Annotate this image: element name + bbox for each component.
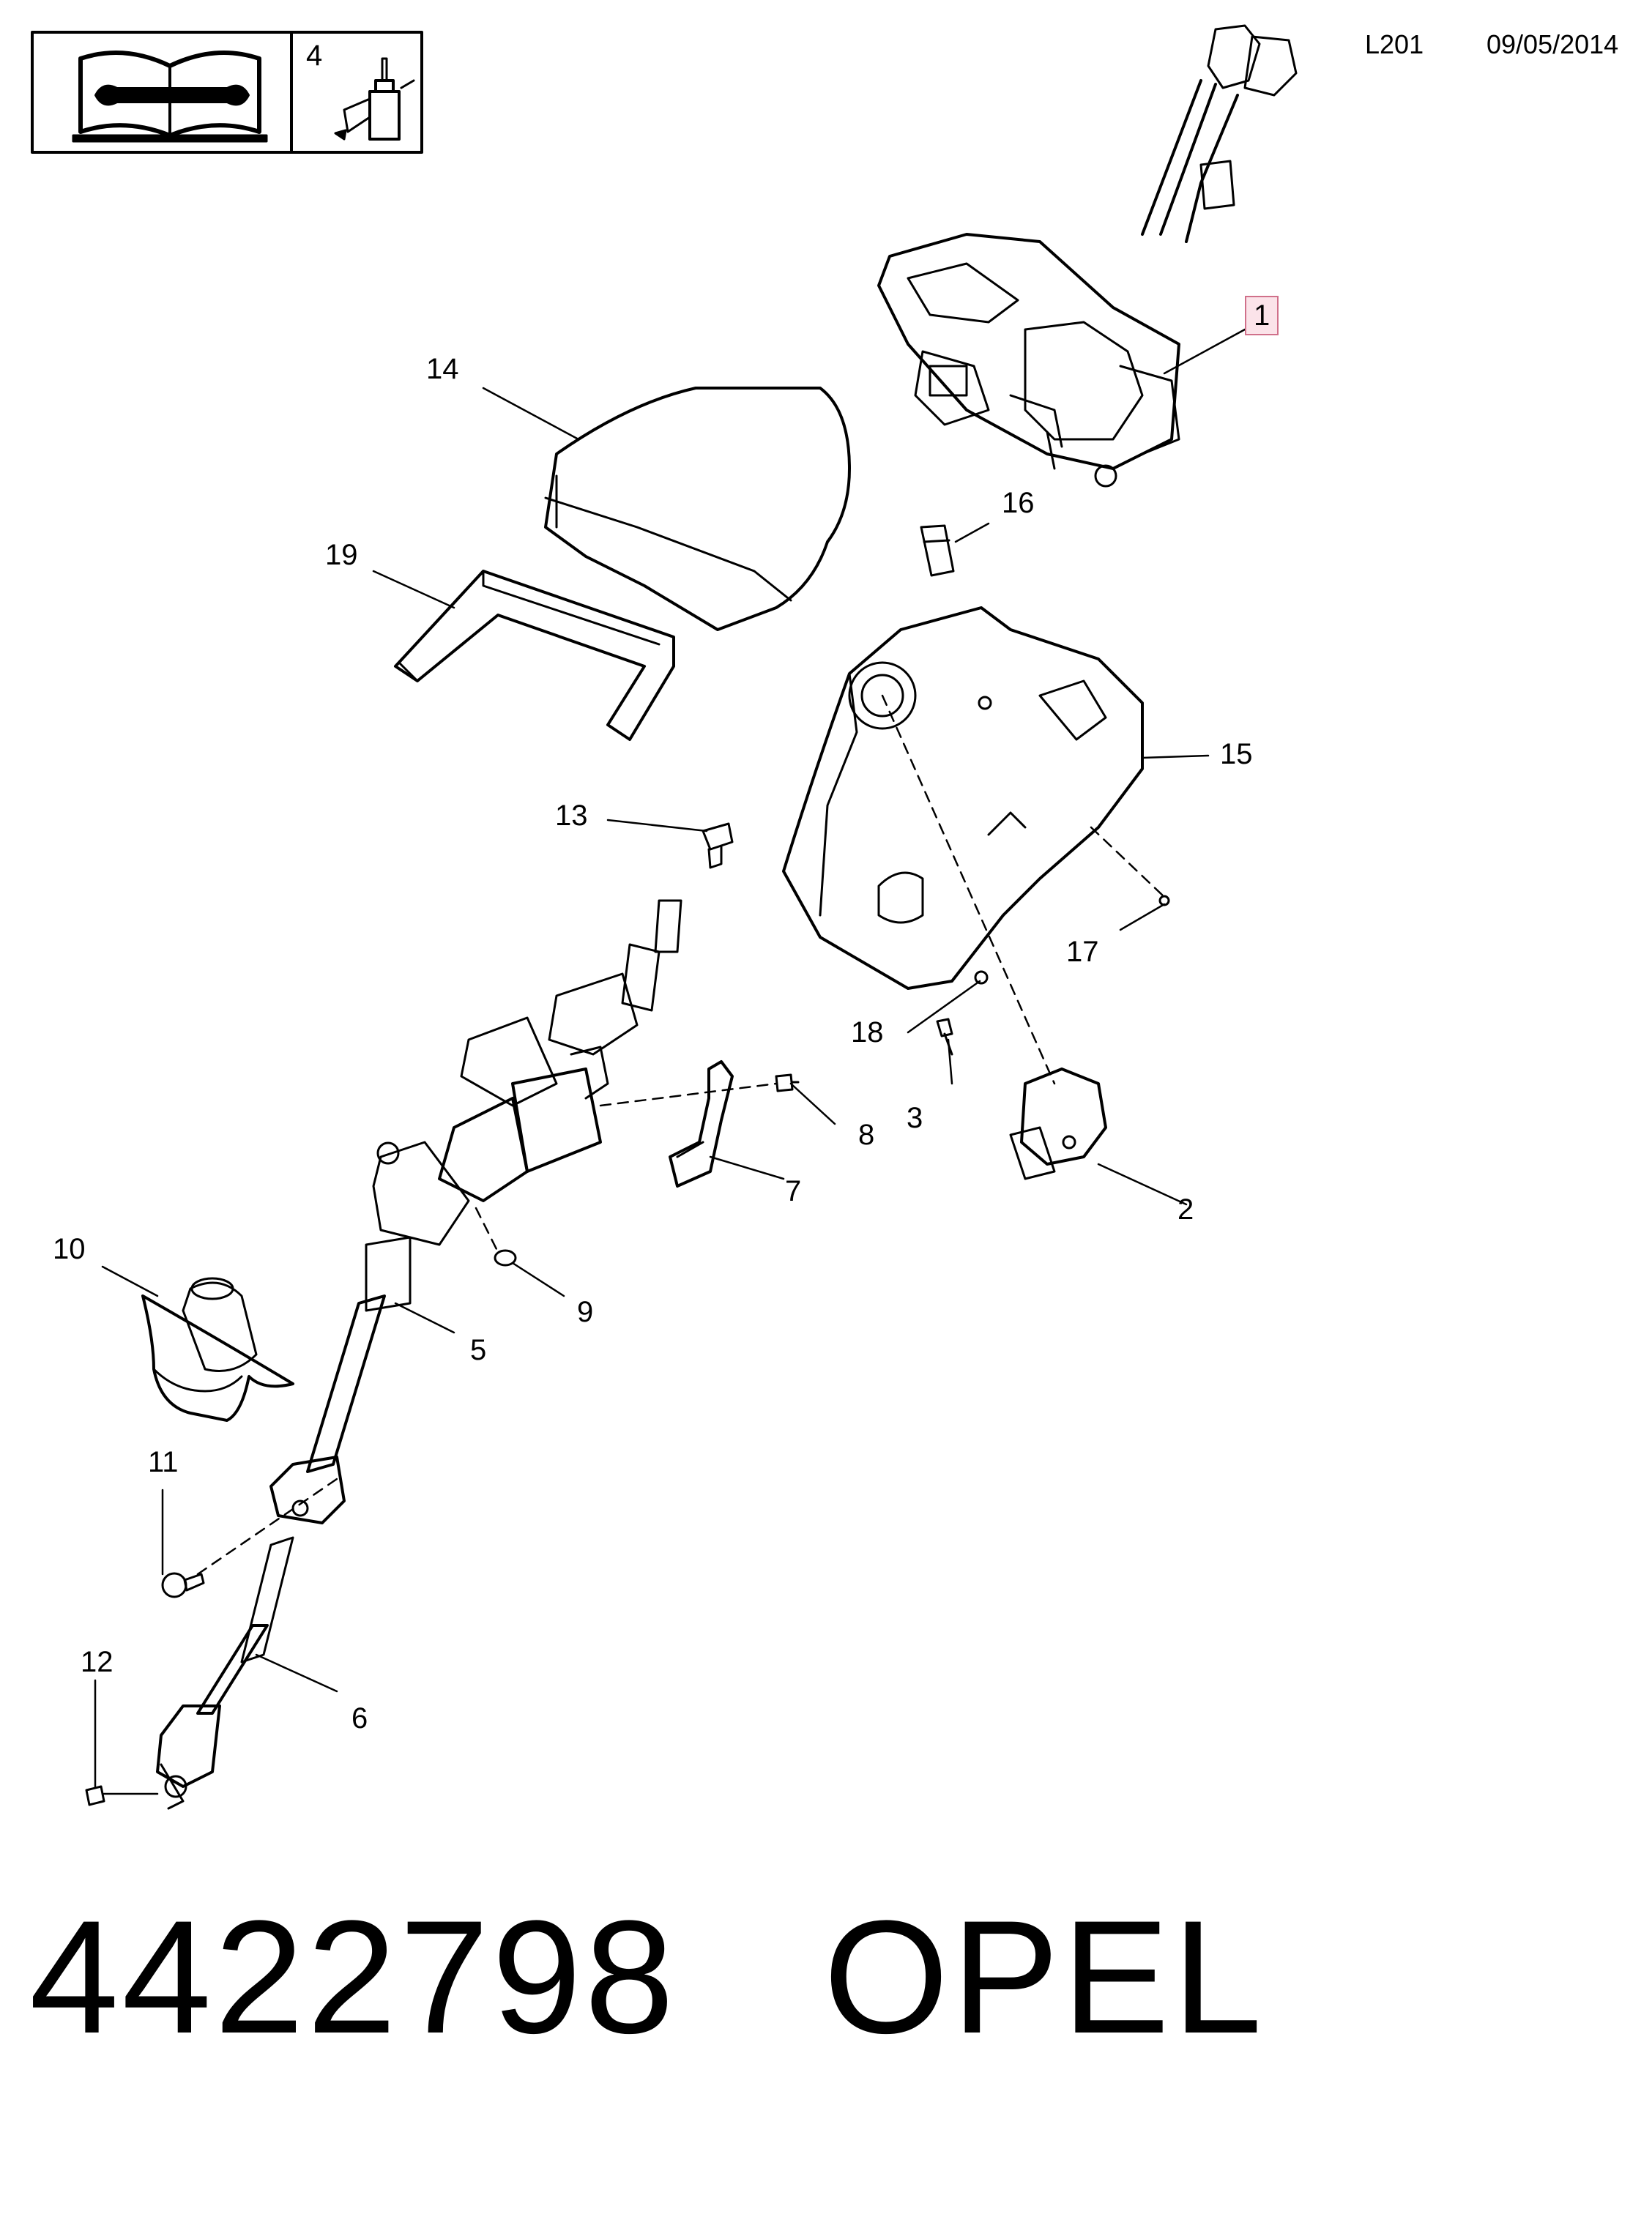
callout-15[interactable]: 15 [1220, 738, 1253, 770]
brand-name: OPEL [823, 1887, 1265, 2067]
part-18-screw [974, 970, 989, 985]
lubricant-bottle-icon [334, 57, 415, 141]
part-14-upper-cover [544, 387, 851, 631]
callout-11[interactable]: 11 [148, 1446, 179, 1478]
callout-13[interactable]: 13 [555, 800, 588, 832]
part-9-washer [494, 1249, 517, 1267]
part-number: 4422798 [29, 1887, 677, 2067]
callout-19[interactable]: 19 [325, 539, 358, 571]
part-8-screw [775, 1073, 800, 1092]
legend-number: 4 [306, 40, 323, 72]
leader-lines [94, 328, 1246, 1795]
part-2-lock-cylinder [1009, 1068, 1107, 1180]
assembly-dashed-lines [196, 694, 1166, 1576]
callout-10[interactable]: 10 [53, 1233, 86, 1265]
callout-17[interactable]: 17 [1066, 936, 1099, 968]
callout-7[interactable]: 7 [785, 1175, 802, 1207]
callout-18[interactable]: 18 [851, 1016, 884, 1048]
part-13-bolt [702, 822, 734, 869]
callout-8[interactable]: 8 [858, 1119, 875, 1151]
callout-12[interactable]: 12 [81, 1646, 114, 1678]
part-15-lower-cover [782, 606, 1144, 990]
part-5-intermediate-shaft [269, 1294, 386, 1524]
callout-14[interactable]: 14 [426, 353, 459, 385]
manual-wrench-icon [72, 51, 268, 143]
part-16-clip [920, 524, 955, 577]
legend-box [31, 31, 423, 154]
callout-3[interactable]: 3 [907, 1102, 923, 1134]
callout-2[interactable]: 2 [1177, 1193, 1194, 1226]
callout-6[interactable]: 6 [351, 1702, 368, 1735]
part-12-nut [85, 1785, 105, 1806]
diagram-code: L201 [1365, 29, 1424, 59]
diagram-date: 09/05/2014 [1487, 29, 1619, 59]
callout-1[interactable]: 1 [1245, 296, 1279, 335]
callout-9[interactable]: 9 [577, 1296, 594, 1328]
part-10-boot [141, 1277, 294, 1422]
part-11-bolt [161, 1572, 205, 1598]
part-1-column-switch [877, 24, 1298, 488]
part-19-bracket [394, 570, 675, 741]
callout-5[interactable]: 5 [470, 1334, 487, 1366]
callout-16[interactable]: 16 [1002, 487, 1035, 519]
part-6-lower-shaft [156, 1536, 294, 1810]
steering-column-body [365, 899, 682, 1312]
part-7-latch [669, 1060, 734, 1188]
